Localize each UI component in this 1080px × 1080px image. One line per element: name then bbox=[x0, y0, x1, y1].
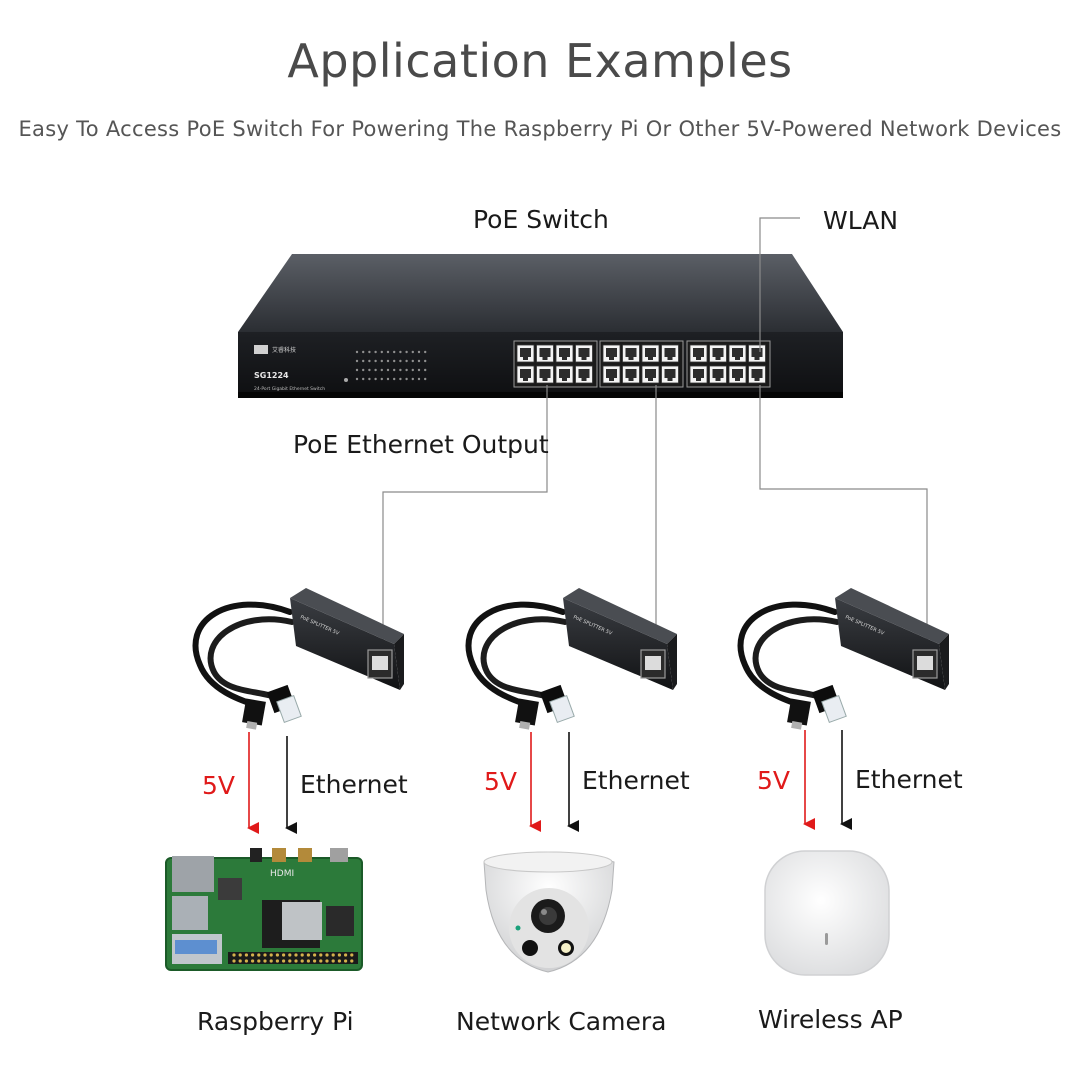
ethernet-port-icon bbox=[536, 344, 554, 363]
ethernet-port-icon bbox=[641, 344, 660, 363]
raspberry-pi-board-icon: HDMI bbox=[165, 848, 363, 971]
ethernet-port-icon bbox=[661, 344, 679, 363]
poe-output-label: PoE Ethernet Output bbox=[293, 430, 549, 459]
ethernet-label-wireless-ap: Ethernet bbox=[855, 765, 963, 794]
ethernet-port-icon bbox=[575, 344, 593, 363]
ethernet-port-icon bbox=[602, 344, 621, 363]
poe-splitters: PoE SPLITTER 5V PoE SPLITTER 5V PoE SPLITT… bbox=[192, 588, 949, 730]
ethernet-label-network-camera: Ethernet bbox=[582, 766, 690, 795]
poe-splitter-icon: PoE SPLITTER 5V bbox=[465, 588, 677, 730]
poe-switch-label: PoE Switch bbox=[473, 205, 609, 234]
poe-splitter-icon: PoE SPLITTER 5V bbox=[737, 588, 949, 730]
power-label-raspberry-pi: 5V bbox=[202, 771, 236, 800]
power-label-wireless-ap: 5V bbox=[757, 766, 791, 795]
ethernet-port-icon bbox=[516, 365, 535, 384]
dome-camera-icon bbox=[483, 851, 615, 973]
svg-text:HDMI: HDMI bbox=[270, 869, 294, 879]
ethernet-port-icon bbox=[536, 365, 554, 384]
switch-led-panel bbox=[355, 350, 427, 381]
page-title: Application Examples bbox=[287, 34, 793, 88]
ethernet-label-raspberry-pi: Ethernet bbox=[300, 770, 408, 799]
ethernet-port-icon bbox=[622, 344, 640, 363]
ethernet-port-icon bbox=[661, 365, 679, 384]
ethernet-port-icon bbox=[709, 344, 727, 363]
poe-switch: 艾睿科技 SG1224 24-Port Gigabit Ethernet Swi… bbox=[238, 254, 843, 398]
ethernet-port-icon bbox=[555, 344, 574, 363]
wireless-ap-icon bbox=[764, 850, 890, 976]
switch-desc-text: 24-Port Gigabit Ethernet Switch bbox=[254, 386, 325, 392]
switch-port-panel bbox=[513, 340, 771, 388]
switch-model-text: SG1224 bbox=[254, 371, 289, 380]
ethernet-port-icon bbox=[689, 344, 708, 363]
poe-splitter-icon: PoE SPLITTER 5V bbox=[192, 588, 404, 730]
ethernet-port-icon bbox=[748, 365, 766, 384]
ethernet-port-icon bbox=[748, 344, 766, 363]
ethernet-port-icon bbox=[602, 365, 621, 384]
device-name-wireless-ap: Wireless AP bbox=[758, 1005, 903, 1034]
switch-brand-text: 艾睿科技 bbox=[272, 346, 296, 354]
device-name-network-camera: Network Camera bbox=[456, 1007, 667, 1036]
device-name-raspberry-pi: Raspberry Pi bbox=[197, 1007, 354, 1036]
ethernet-port-icon bbox=[516, 344, 535, 363]
ethernet-port-icon bbox=[728, 344, 747, 363]
page-subtitle: Easy To Access PoE Switch For Powering T… bbox=[18, 117, 1062, 141]
ethernet-port-icon bbox=[575, 365, 593, 384]
ethernet-port-icon bbox=[555, 365, 574, 384]
ethernet-port-icon bbox=[622, 365, 640, 384]
wlan-label: WLAN bbox=[823, 206, 899, 235]
ethernet-port-icon bbox=[641, 365, 660, 384]
ethernet-port-icon bbox=[728, 365, 747, 384]
ethernet-port-icon bbox=[709, 365, 727, 384]
arrows bbox=[247, 730, 852, 834]
power-label-network-camera: 5V bbox=[484, 767, 518, 796]
ethernet-port-icon bbox=[689, 365, 708, 384]
connector-lines bbox=[382, 217, 928, 658]
